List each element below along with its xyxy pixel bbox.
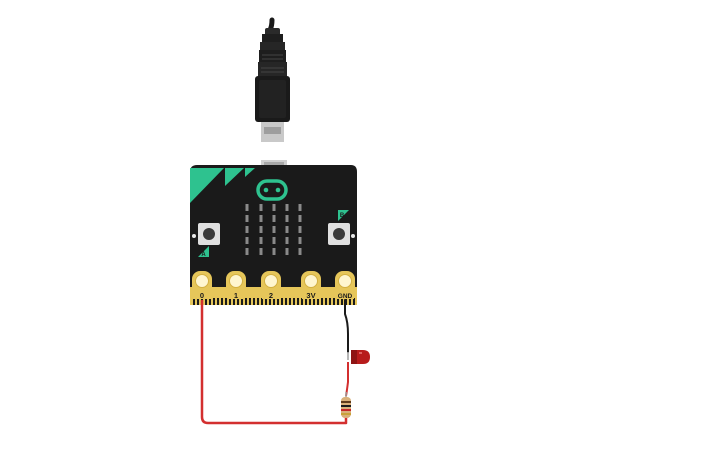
connector-tooth (265, 298, 267, 305)
pin-label: 2 (269, 291, 273, 300)
pin-1[interactable]: 1 (226, 271, 246, 300)
led-pixel (259, 248, 263, 255)
connector-tooth (273, 298, 275, 305)
pin-hole (195, 274, 209, 288)
connector-tooth (309, 298, 311, 305)
pin-hole (229, 274, 243, 288)
connector-tooth (329, 298, 331, 305)
button-a-badge: A (198, 246, 209, 258)
microbit-board[interactable]: A B 0 1 2 3V GND (190, 160, 357, 305)
led-pixel (259, 204, 263, 211)
connector-tooth (249, 298, 251, 305)
connector-tooth (285, 298, 287, 305)
led-pixel (298, 204, 302, 211)
connector-tooth (337, 298, 339, 305)
connector-tooth (305, 298, 307, 305)
connector-tooth (277, 298, 279, 305)
connector-tooth (297, 298, 299, 305)
connector-tooth (225, 298, 227, 305)
connector-tooth (321, 298, 323, 305)
led-pixel (298, 226, 302, 233)
pin-label: GND (338, 293, 353, 300)
led-pixel (285, 237, 289, 244)
microbit-logo-icon (256, 179, 288, 201)
connector-tooth (217, 298, 219, 305)
connector-tooth (233, 298, 235, 305)
connector-tooth (213, 298, 215, 305)
connector-tooth (261, 298, 263, 305)
pin-hole (338, 274, 352, 288)
button-a[interactable] (198, 223, 220, 245)
connector-tooth (293, 298, 295, 305)
pin-gnd[interactable]: GND (335, 271, 355, 300)
connector-tooth (241, 298, 243, 305)
led-pixel (298, 215, 302, 222)
connector-tooth (349, 298, 351, 305)
connector-tooth (313, 298, 315, 305)
led-pixel (245, 226, 249, 233)
led-pixel (259, 237, 263, 244)
accent-triangle (225, 168, 244, 186)
usb-cable-icon[interactable] (255, 17, 290, 142)
button-b[interactable] (328, 223, 350, 245)
connector-tooth (237, 298, 239, 305)
svg-text:B: B (340, 213, 345, 219)
pin-hole (264, 274, 278, 288)
led-pixel (298, 237, 302, 244)
connector-tooth (289, 298, 291, 305)
pin-0[interactable]: 0 (192, 271, 212, 300)
connector-tooth (229, 298, 231, 305)
pin-label: 1 (234, 291, 238, 300)
led-pixel (272, 248, 276, 255)
led-pixel (259, 215, 263, 222)
pin-hole (304, 274, 318, 288)
led-pixel (245, 215, 249, 222)
pin-label: 0 (200, 291, 204, 300)
wire-red[interactable] (200, 300, 348, 425)
resistor-icon[interactable] (341, 392, 351, 418)
led-pixel (285, 226, 289, 233)
pin-2[interactable]: 2 (261, 271, 281, 300)
button-b-badge: B (338, 210, 349, 221)
connector-tooth (325, 298, 327, 305)
led-pixel (285, 215, 289, 222)
led-pixel (298, 248, 302, 255)
connector-tooth (281, 298, 283, 305)
connector-tooth (353, 298, 355, 305)
accent-triangle (245, 168, 255, 177)
svg-text:A: A (201, 252, 206, 258)
led-pixel (272, 204, 276, 211)
connector-tooth (193, 298, 195, 305)
connector-tooth (269, 298, 271, 305)
pin-3v[interactable]: 3V (301, 271, 321, 300)
led-pixel (285, 204, 289, 211)
connector-tooth (209, 298, 211, 305)
connector-tooth (221, 298, 223, 305)
connector-tooth (333, 298, 335, 305)
accent-triangle (190, 168, 224, 203)
led-pixel (285, 248, 289, 255)
led-pixel (245, 237, 249, 244)
connector-tooth (253, 298, 255, 305)
led-pixel (245, 248, 249, 255)
connector-tooth (341, 298, 343, 305)
led-pixel (259, 226, 263, 233)
connector-tooth (245, 298, 247, 305)
connector-tooth (205, 298, 207, 305)
connector-tooth (257, 298, 259, 305)
wire-black[interactable] (344, 299, 349, 353)
connector-tooth (301, 298, 303, 305)
led-matrix (245, 204, 302, 255)
led-pixel (272, 215, 276, 222)
led-pixel (272, 237, 276, 244)
led-pixel (245, 204, 249, 211)
connector-tooth (317, 298, 319, 305)
led-pixel (272, 226, 276, 233)
pin-label: 3V (306, 291, 315, 300)
led-icon[interactable] (347, 350, 370, 371)
connector-tooth (197, 298, 199, 305)
